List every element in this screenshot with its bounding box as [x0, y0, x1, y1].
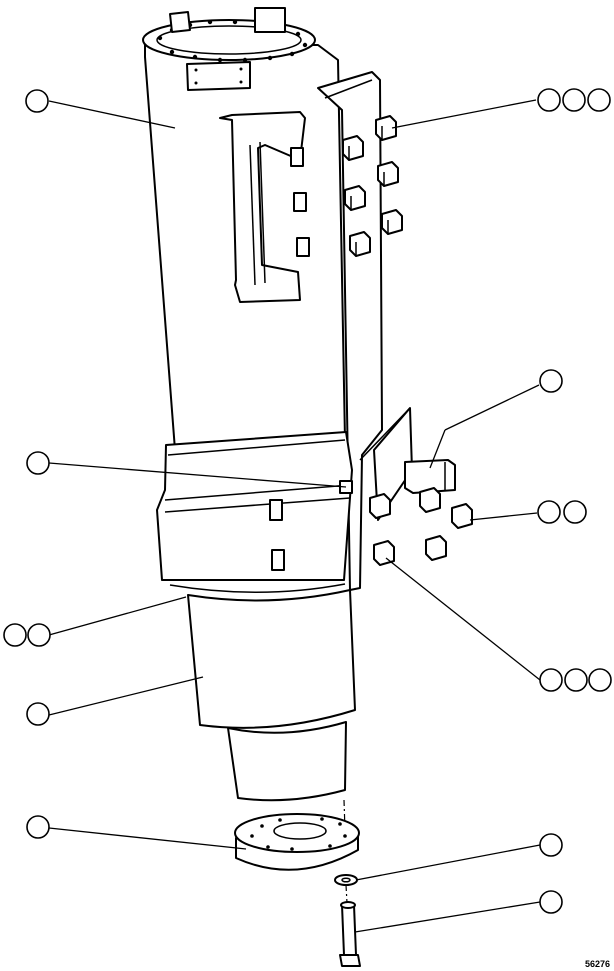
callout-bubble — [26, 815, 50, 839]
callout-bubble — [25, 89, 49, 113]
callout-bubble — [563, 500, 587, 524]
callout-bubble — [539, 369, 563, 393]
callout-bubble — [537, 88, 561, 112]
clamp-band — [156, 431, 353, 593]
upper-bolts — [342, 115, 403, 257]
callout-bubble — [27, 623, 51, 647]
callout-bubble — [588, 668, 612, 692]
callout-bubble — [3, 623, 27, 647]
callout-bubble — [26, 702, 50, 726]
callout-bubble — [539, 833, 563, 857]
callout-bubble — [539, 890, 563, 914]
flange — [234, 813, 360, 871]
callout-bubble — [564, 668, 588, 692]
callout-bubble — [587, 88, 611, 112]
washer — [334, 874, 358, 886]
callout-bubble — [26, 451, 50, 475]
cap-screw — [339, 901, 361, 967]
callout-bubble — [537, 500, 561, 524]
figure-number: 56276 — [584, 959, 610, 969]
arm-bolts — [290, 147, 310, 257]
lower-body — [187, 589, 356, 802]
lower-bolts — [369, 459, 473, 566]
callout-bubble — [539, 668, 563, 692]
callout-bubbles — [3, 88, 612, 914]
callout-bubble — [562, 88, 586, 112]
leader-lines — [48, 99, 541, 933]
